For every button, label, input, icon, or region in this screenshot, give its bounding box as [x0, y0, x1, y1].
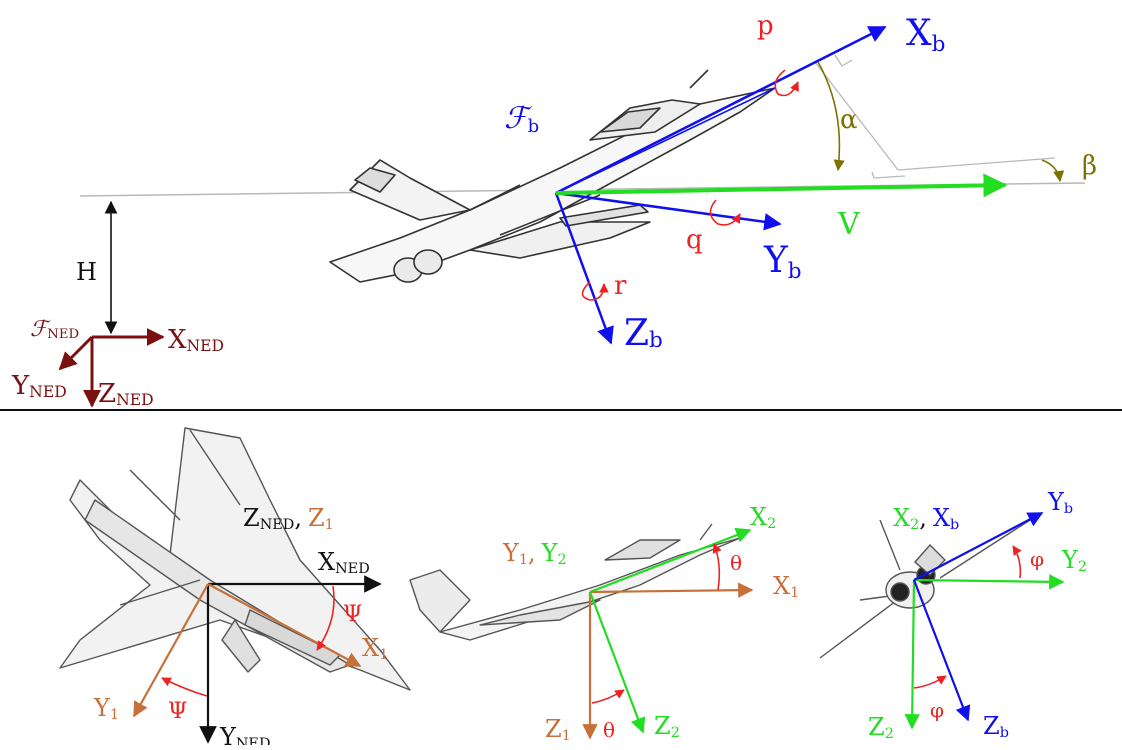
x2-xb-label: X2,Xb — [893, 504, 959, 533]
z2-axis-arrow-bm — [588, 591, 646, 734]
p-rate-arc — [774, 69, 799, 97]
y1-y2-label: Y1,Y2 — [502, 539, 567, 568]
fb-pointer-line — [555, 87, 776, 194]
xb-axis-arrow — [555, 25, 887, 195]
xb-label: Xb — [906, 13, 945, 57]
r-rate-arc — [581, 281, 609, 301]
altitude-label: H — [76, 258, 97, 286]
theta-label-bottom: θ — [603, 718, 615, 742]
y2-label-br: Y2 — [1061, 546, 1087, 575]
p-label: p — [757, 11, 774, 41]
phi-arc-bottom — [913, 675, 947, 689]
z2-axis-arrow-br — [904, 579, 920, 730]
phi-label-top: φ — [1030, 547, 1044, 571]
y1-label-bl: Y1 — [93, 694, 119, 723]
z2-label-br: Z2 — [868, 713, 894, 742]
theta-arc-top — [712, 543, 722, 591]
aircraft-front-illustration — [819, 519, 1031, 659]
yb-axis-arrow-br — [913, 512, 1044, 581]
aircraft-side-small-illustration — [409, 523, 741, 641]
roll-view: X2,Xb Yb φ Y2 Z2 φ Zb — [819, 488, 1087, 742]
yned-label-bl: YNED — [219, 723, 270, 745]
psi-label-bottom: Ψ — [168, 699, 187, 724]
x1-axis-arrow-bl — [207, 583, 362, 667]
phi-arc-top — [1012, 545, 1022, 579]
alpha-arc — [817, 61, 845, 172]
psi-arc-bottom — [161, 677, 208, 697]
frame-ned-label: ℱNED — [30, 317, 79, 342]
z1-label-bm: Z1 — [545, 715, 571, 744]
zb-axis-arrow-br — [912, 579, 971, 722]
zb-label-br: Zb — [983, 712, 1009, 741]
x1-label-bl: X1 — [362, 634, 388, 663]
phi-label-bottom: φ — [930, 698, 944, 722]
aero-angle-construction — [814, 54, 1056, 179]
zb-label: Zb — [624, 313, 663, 354]
q-rate-arc — [709, 199, 741, 226]
x2-axis-arrow — [589, 527, 752, 594]
yned-label: YNED — [11, 371, 67, 401]
zb-axis-arrow — [554, 192, 614, 345]
y1-axis-arrow-bl — [133, 583, 209, 718]
r-label: r — [614, 271, 627, 301]
beta-label: β — [1082, 151, 1097, 181]
y2-axis-arrow-br — [913, 574, 1065, 590]
yb-label-br: Yb — [1047, 488, 1073, 517]
pitch-view: X2 Y1,Y2 θ X1 Z1 θ Z2 — [409, 503, 799, 744]
velocity-arrow — [555, 173, 1008, 198]
beta-arc — [1041, 159, 1065, 183]
alpha-label: α — [840, 105, 858, 135]
psi-arc-top — [316, 585, 335, 651]
zned-z1-label: ZNED,Z1 — [243, 504, 334, 533]
yaw-view: ZNED,Z1 XNED Ψ X1 Y1 Ψ YNED — [59, 427, 411, 750]
yb-label: Yb — [763, 240, 802, 284]
xned-label-bl: XNED — [318, 548, 370, 577]
theta-arc-bottom — [591, 689, 625, 704]
top-view: Xb Yb Zb ℱb p q r α β V H ℱNED XNED YNED… — [11, 11, 1097, 409]
xned-label: XNED — [168, 325, 224, 355]
x1-label-bm: X1 — [773, 572, 799, 601]
yb-axis-arrow — [555, 191, 782, 231]
aircraft-top-illustration — [59, 427, 411, 691]
aircraft-side-illustration — [329, 69, 776, 283]
q-label: q — [686, 225, 703, 255]
yned-axis-arrow — [58, 335, 94, 371]
frame-body-label: ℱb — [504, 101, 539, 137]
x1-axis-arrow-bm — [589, 582, 754, 598]
zned-label: ZNED — [98, 379, 154, 409]
x2-label-bm: X2 — [750, 503, 776, 532]
velocity-label: V — [837, 207, 861, 242]
z2-label-bm: Z2 — [654, 712, 680, 741]
psi-label-top: Ψ — [343, 602, 362, 627]
theta-label-top: θ — [730, 551, 742, 575]
